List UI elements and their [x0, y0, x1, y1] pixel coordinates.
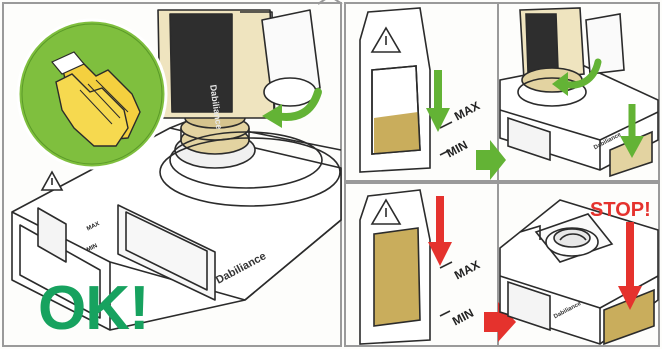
gloves-icon [18, 20, 166, 168]
ok-status-text: OK! [38, 278, 149, 340]
stop-warning-text: STOP! [590, 200, 651, 220]
